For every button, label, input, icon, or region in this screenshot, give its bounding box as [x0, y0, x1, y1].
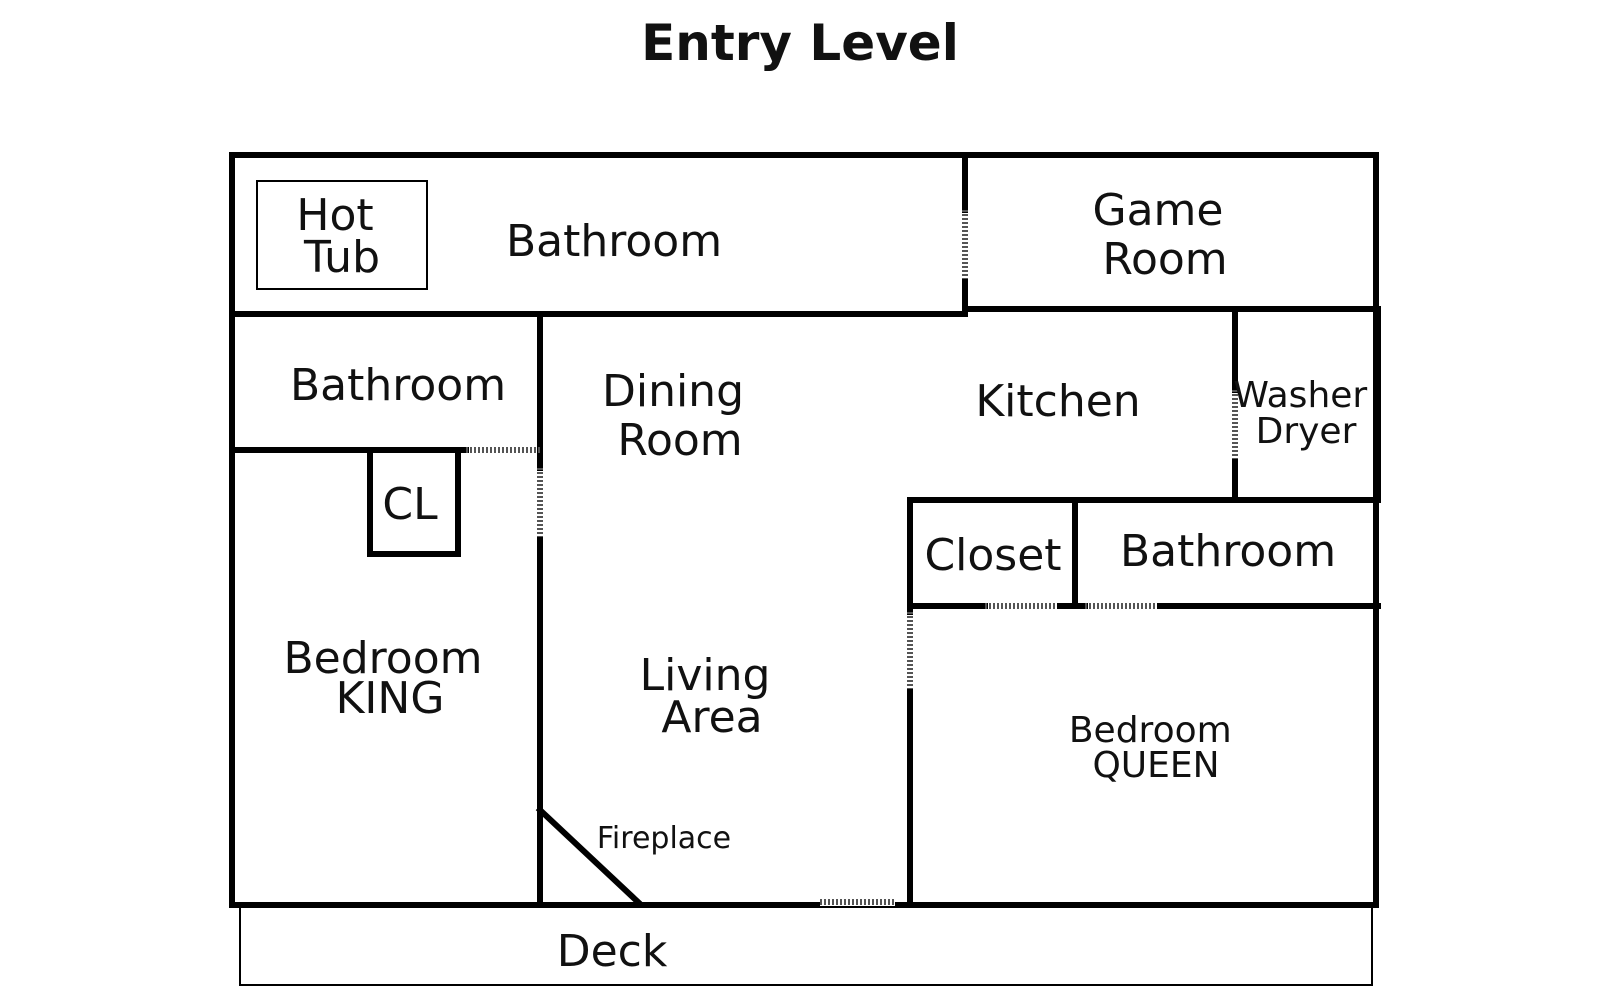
- bedroom-queen-label: Bedroom QUEEN: [1069, 710, 1243, 786]
- dining-room-label: Dining Room: [602, 366, 758, 466]
- closet-cl-walls: [367, 447, 461, 557]
- bedroom-king-label: Bedroom KING: [283, 633, 496, 724]
- bathroom-top-label: Bathroom: [506, 216, 722, 267]
- bathroom-right-label: Bathroom: [1120, 526, 1336, 577]
- plan-title: Entry Level: [641, 14, 959, 72]
- closet-cl-label: CL: [382, 479, 438, 530]
- deck-label: Deck: [557, 926, 668, 977]
- washer-dryer-label: Washer Dryer: [1233, 375, 1378, 452]
- outer-wall: [229, 152, 1379, 908]
- fireplace-wall: [535, 805, 643, 907]
- bathroom-left-label: Bathroom: [290, 360, 506, 411]
- kitchen-label: Kitchen: [975, 376, 1140, 427]
- closet-label: Closet: [924, 530, 1061, 581]
- game-room-label: Game Room: [1093, 185, 1238, 285]
- hot-tub-outline: [256, 180, 428, 290]
- fireplace-label: Fireplace: [597, 821, 731, 856]
- living-area-label: Living Area: [640, 650, 785, 743]
- hot-tub-label: Hot Tub: [296, 190, 387, 283]
- deck-outline: [239, 904, 1373, 986]
